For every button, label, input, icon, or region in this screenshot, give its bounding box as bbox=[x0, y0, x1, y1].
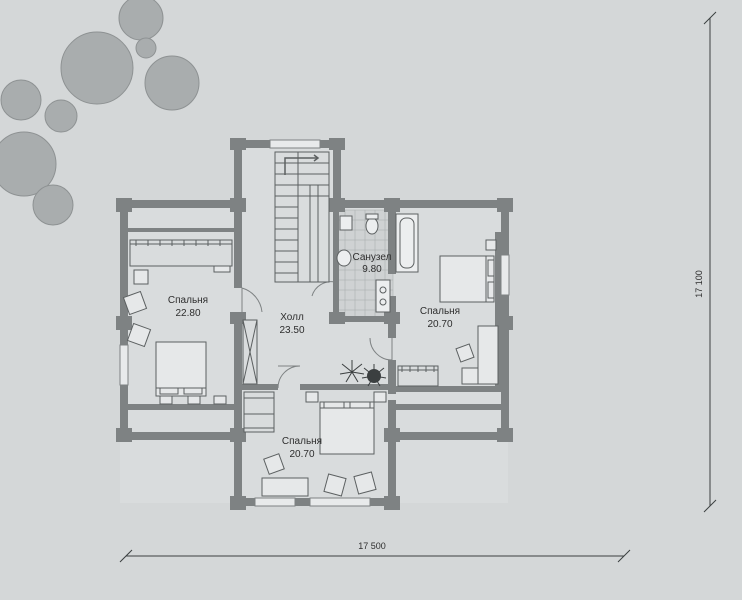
bathroom-fixtures bbox=[336, 213, 419, 313]
dimension-width-label: 17 500 bbox=[358, 541, 386, 551]
window bbox=[309, 497, 371, 507]
bed-right bbox=[439, 239, 499, 385]
washer bbox=[375, 279, 391, 313]
dimension-vertical bbox=[703, 11, 717, 513]
bed-bottom bbox=[261, 391, 387, 497]
armchairs-left bbox=[122, 265, 231, 348]
dimension-height-label: 17 100 bbox=[694, 270, 704, 298]
armchair bbox=[455, 343, 475, 363]
plant-icon bbox=[339, 360, 365, 383]
plant-icon bbox=[361, 364, 387, 387]
room-area-bedroom-right: 20.70 bbox=[427, 319, 452, 330]
armchair bbox=[126, 322, 152, 348]
door-swing bbox=[369, 337, 393, 361]
sink bbox=[336, 249, 352, 267]
bed-left bbox=[155, 341, 227, 405]
room-name-bedroom-bottom: Спальня bbox=[282, 436, 322, 447]
table bbox=[133, 269, 149, 285]
nightstand bbox=[213, 395, 227, 405]
tree-icon bbox=[32, 184, 74, 226]
window bbox=[119, 344, 129, 386]
windows bbox=[119, 139, 510, 507]
toilet bbox=[365, 217, 379, 235]
door-swing bbox=[241, 287, 263, 316]
room-area-bedroom-bottom: 20.70 bbox=[289, 449, 314, 460]
nightstand bbox=[187, 395, 201, 405]
window bbox=[254, 497, 296, 507]
tree-icon bbox=[144, 55, 200, 111]
wardrobe-bottom bbox=[243, 391, 275, 433]
tree-icon bbox=[44, 99, 78, 133]
stairs bbox=[274, 151, 330, 283]
nightstand bbox=[373, 391, 387, 403]
tree-icon bbox=[60, 31, 134, 105]
window bbox=[269, 139, 321, 149]
nightstand bbox=[159, 395, 173, 405]
room-area-bathroom: 9.80 bbox=[362, 264, 382, 275]
armchair bbox=[461, 367, 479, 385]
nightstand bbox=[485, 239, 497, 251]
room-name-bathroom: Санузел bbox=[353, 252, 392, 263]
plants bbox=[339, 360, 387, 387]
trees bbox=[0, 0, 200, 226]
tree-icon bbox=[135, 37, 157, 59]
armchair bbox=[353, 471, 377, 495]
room-area-hall: 23.50 bbox=[279, 325, 304, 336]
desk bbox=[477, 325, 499, 385]
room-name-bedroom-right: Спальня bbox=[420, 306, 460, 317]
room-name-bedroom-left: Спальня bbox=[168, 295, 208, 306]
tree-icon bbox=[118, 0, 164, 41]
tree-icon bbox=[0, 131, 57, 197]
doors bbox=[241, 281, 393, 389]
tree-icon bbox=[0, 79, 42, 121]
door-swing bbox=[277, 365, 301, 389]
window bbox=[500, 254, 510, 296]
armchair bbox=[263, 453, 285, 475]
door-swing bbox=[311, 281, 336, 297]
sofa bbox=[261, 477, 309, 497]
armchair bbox=[323, 473, 347, 497]
dimension-horizontal bbox=[119, 549, 631, 563]
room-name-hall: Холл bbox=[280, 312, 304, 323]
shelf bbox=[213, 265, 231, 273]
room-area-bedroom-left: 22.80 bbox=[175, 308, 200, 319]
nightstand bbox=[305, 391, 319, 403]
wardrobes bbox=[129, 239, 439, 433]
armchair bbox=[122, 290, 148, 316]
